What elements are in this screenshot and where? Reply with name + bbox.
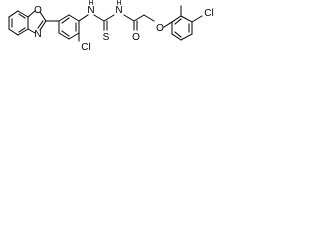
oxazole-nitrogen-label: N — [34, 29, 41, 40]
benzoxazole-benzene-ring — [8, 10, 29, 36]
chlorine-label-1: Cl — [81, 42, 90, 53]
ch2-oxygen-bond — [143, 14, 155, 22]
thiourea-h2-label: H — [116, 0, 121, 7]
carbonyl-oxygen-label: O — [132, 32, 140, 43]
thiourea-n2-label: N — [115, 5, 122, 16]
thiocarbonyl-nh-bond — [103, 14, 115, 22]
oxazole-oxygen-label: O — [34, 5, 42, 16]
thiourea-h1-label: H — [88, 0, 93, 7]
aryl-nh-bond — [78, 14, 89, 22]
chlorophenyl-ring — [58, 14, 80, 40]
ether-oxygen-label: O — [156, 23, 164, 34]
thiourea-n1-label: N — [87, 5, 94, 16]
methylchlorophenyl-ring — [171, 15, 193, 41]
structure-drawing: O N Cl N H S N H O O — [8, 0, 214, 53]
thione-sulfur-label: S — [103, 32, 110, 43]
oxygen-aryl-bond — [163, 21, 173, 28]
molecule-diagram: O N Cl N H S N H O O — [0, 0, 289, 89]
benzoxazole-oxazole-ring — [27, 10, 47, 34]
chlorine-label-2: Cl — [204, 8, 213, 19]
nh-thiocarbonyl-bond — [93, 14, 105, 22]
nh-carbonyl-bond — [123, 14, 135, 22]
aryl-chlorine-bond-2 — [191, 15, 203, 23]
carbonyl-ch2-bond — [133, 14, 145, 22]
